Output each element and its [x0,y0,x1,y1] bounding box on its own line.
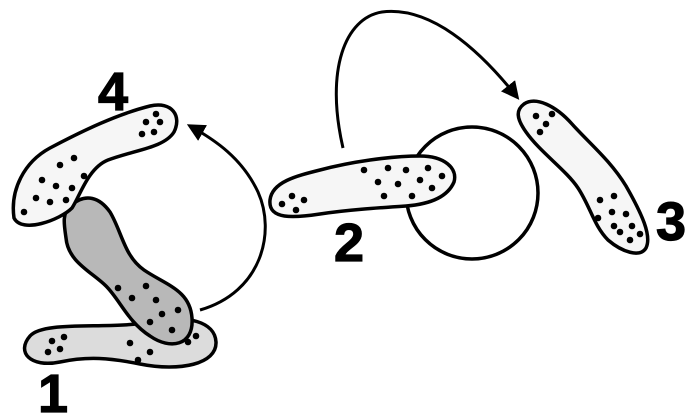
stage-label-4: 4 [98,62,128,122]
arrow-1-to-4 [190,126,265,310]
stage-label-2: 2 [334,213,364,273]
organism-stage-4-dark-body [64,198,192,344]
stage-label-1: 1 [38,364,68,415]
arrow-2-to-3 [336,11,517,148]
stage-label-3: 3 [656,192,686,252]
